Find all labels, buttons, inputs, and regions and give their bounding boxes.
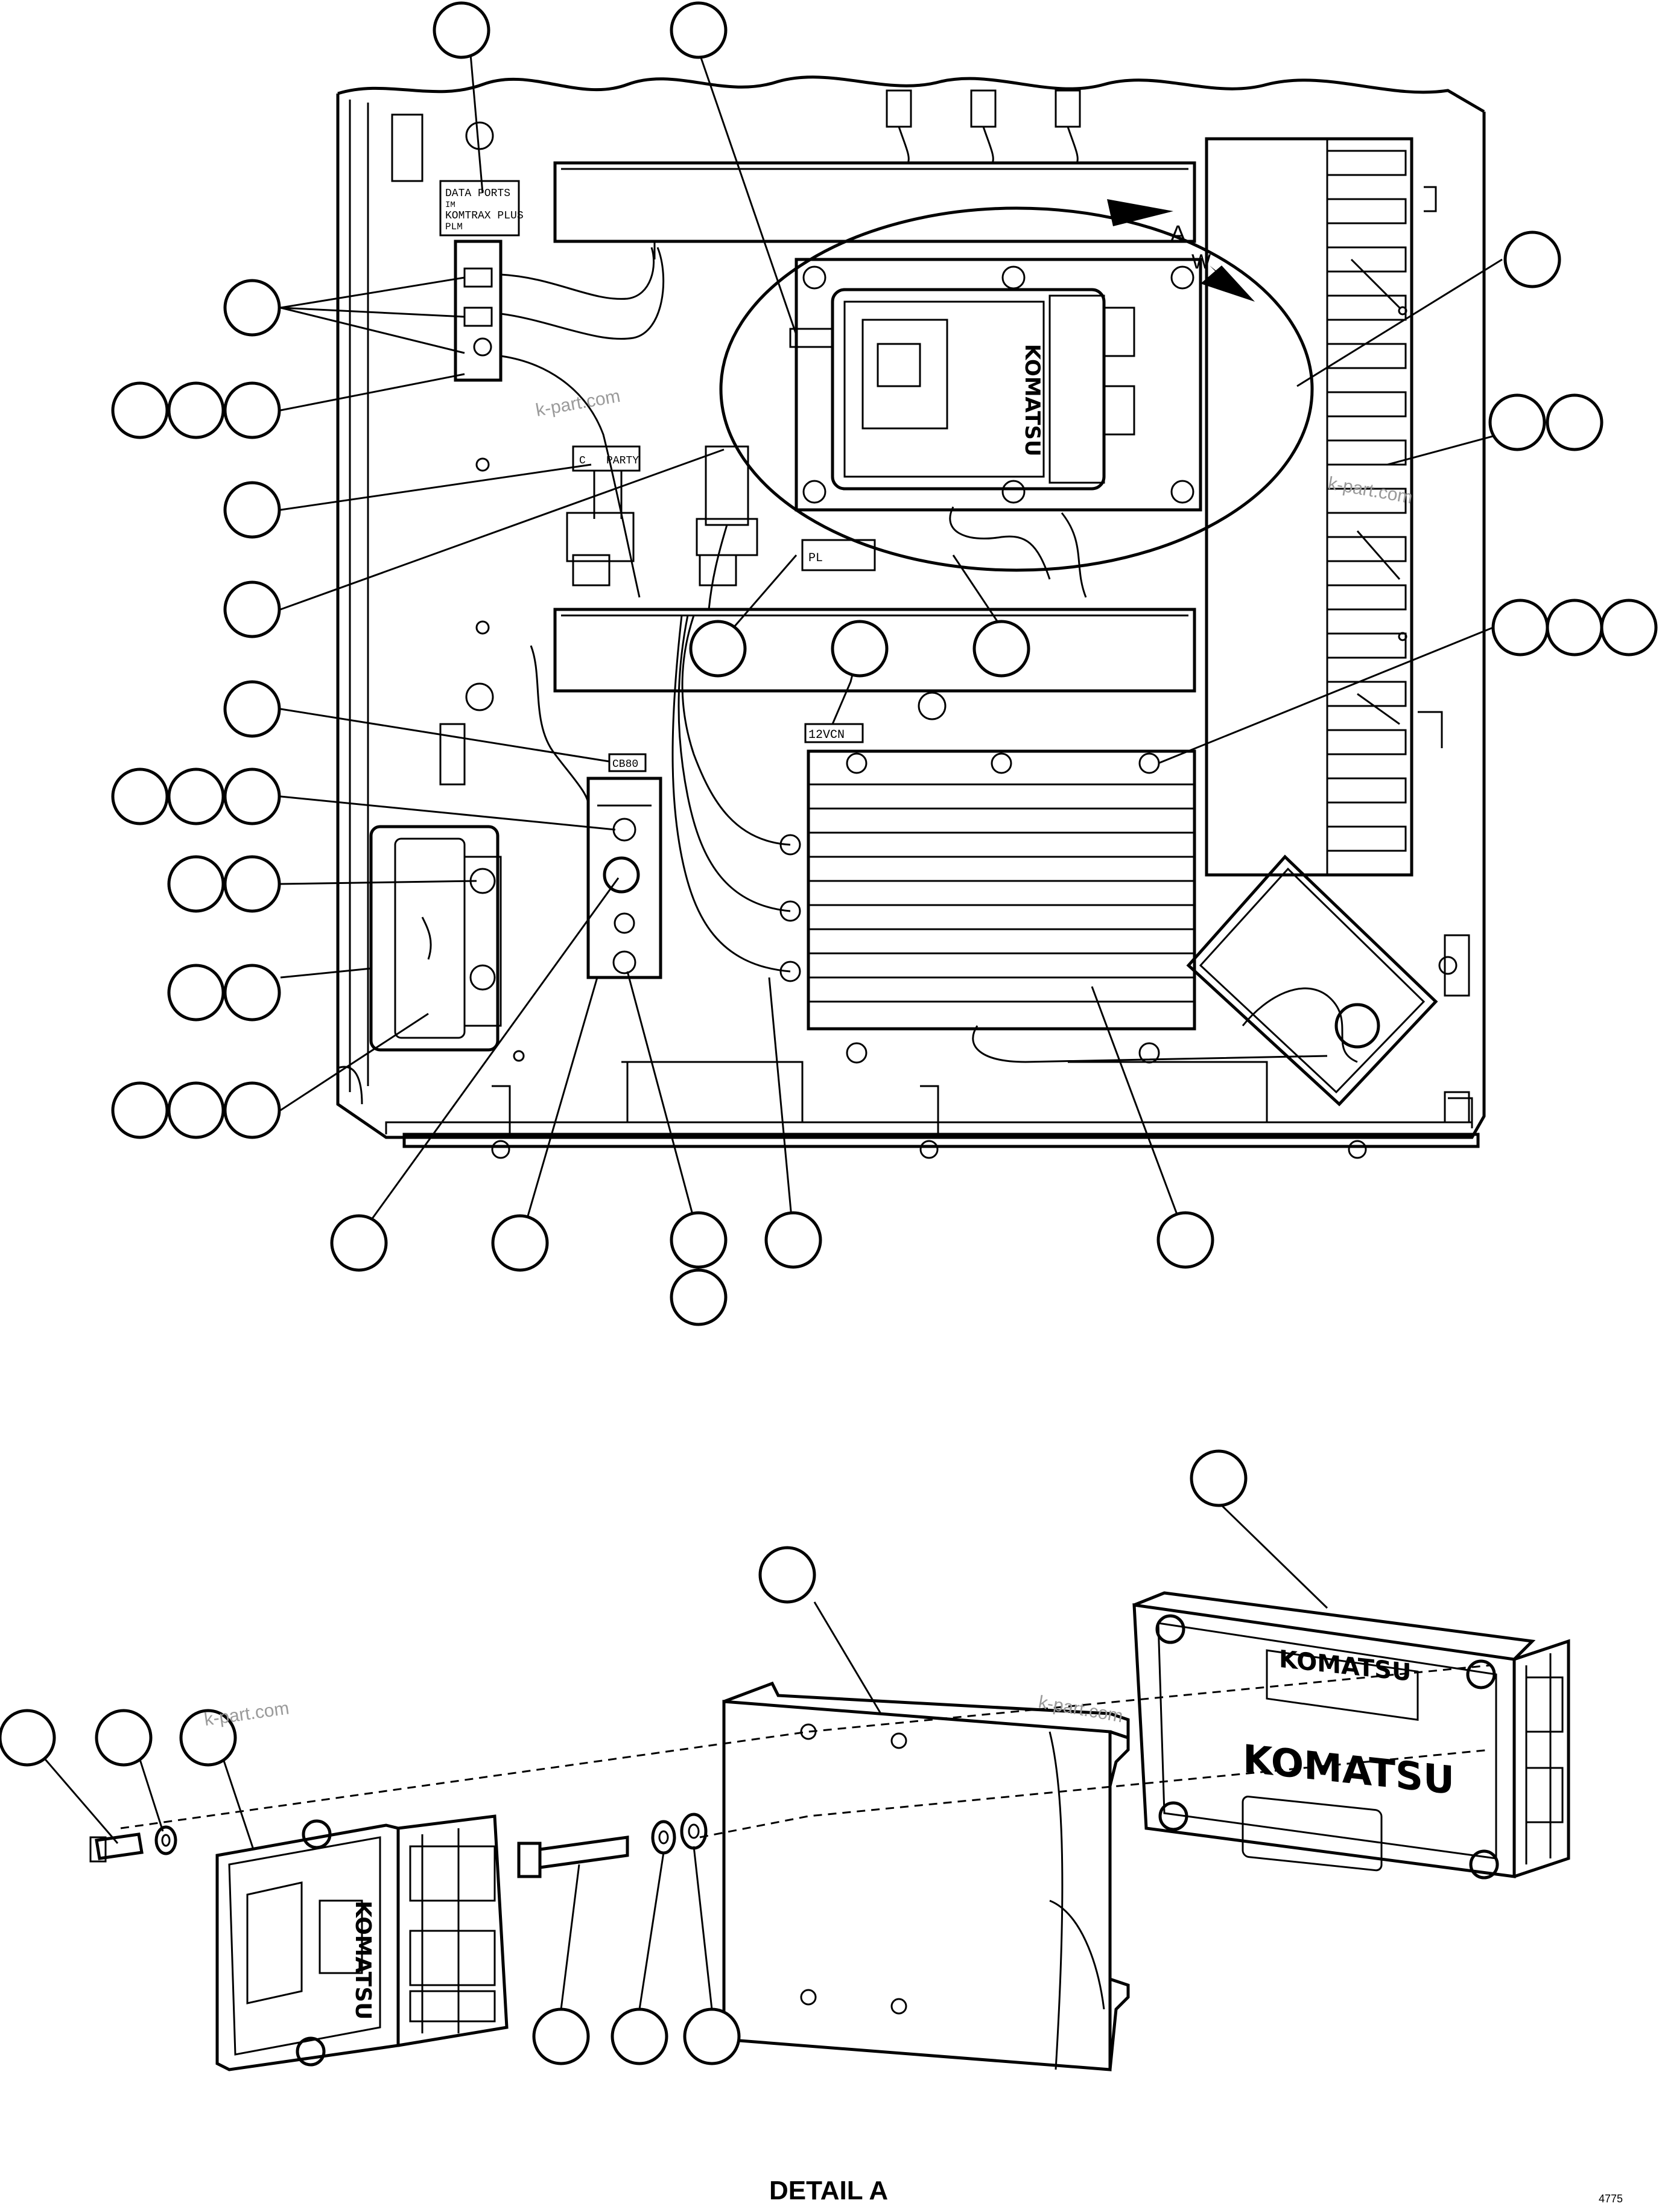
callout-balloon (223, 1081, 281, 1139)
leader-lines-detail (41, 1501, 1328, 2010)
view-letter-a: A (1170, 221, 1186, 247)
callout-balloon (167, 381, 225, 439)
label-plm: PLM (445, 221, 463, 232)
callout-balloon (433, 1, 490, 59)
watermark: k-part.com (1037, 1692, 1125, 1726)
callout-balloon (0, 1709, 56, 1767)
callout-balloon (223, 381, 281, 439)
watermark: k-part.com (1327, 473, 1414, 507)
callout-balloon (972, 620, 1030, 678)
logo-komatsu-controller: KOMATSU (1020, 344, 1044, 457)
callout-balloon (223, 680, 281, 738)
callout-balloon (223, 964, 281, 1022)
callout-balloon (1488, 393, 1546, 451)
callout-balloon (167, 855, 225, 913)
callout-balloon (223, 279, 281, 337)
callout-balloon (167, 964, 225, 1022)
callout-balloon (670, 1, 728, 59)
label-12vcn: 12VCN (808, 728, 845, 742)
heatsink-fins (808, 783, 1194, 1003)
callout-balloon (111, 1081, 169, 1139)
callout-balloon (1190, 1449, 1248, 1507)
watermark: k-part.com (203, 1699, 290, 1730)
callout-balloon (179, 1709, 237, 1767)
callout-balloon (223, 768, 281, 825)
callout-balloon (330, 1214, 388, 1272)
logo-komatsu-large: KOMATSU (1243, 1737, 1454, 1804)
callout-balloon (167, 1081, 225, 1139)
callout-balloon (95, 1709, 153, 1767)
callout-balloon (683, 2007, 741, 2065)
callout-balloon (1600, 599, 1658, 656)
callout-balloon (111, 381, 169, 439)
callout-balloon (1546, 599, 1603, 656)
callout-balloon (1156, 1211, 1214, 1269)
sheet-code: 4775 (1599, 2193, 1623, 2205)
callout-balloon (1546, 393, 1603, 451)
detail-a-exploded: KOMATSU KOMATSU KOMATSU (89, 1591, 1570, 2071)
callout-balloon (611, 2007, 668, 2065)
callout-balloon (670, 1211, 728, 1269)
callout-balloon (1491, 599, 1549, 656)
callout-balloon (491, 1214, 549, 1272)
callout-balloon (670, 1268, 728, 1326)
label-third-party-prefix: C (579, 455, 586, 467)
callouts-upper (111, 1, 1658, 1326)
label-im: IM (445, 200, 455, 210)
callout-balloon (758, 1546, 816, 1604)
callouts-detail (0, 1449, 1248, 2065)
callout-balloon (831, 620, 889, 678)
main-assembly: DATA PORTS IM KOMTRAX PLUS PLM C PARTY A… (336, 75, 1486, 1159)
leader-lines-upper (280, 54, 1545, 1244)
callout-balloon (1503, 230, 1561, 288)
watermark: k-part.com (534, 386, 621, 421)
label-komtrax: KOMTRAX PLUS (445, 210, 524, 222)
callout-balloon (532, 2007, 590, 2065)
label-third-party: PARTY (606, 455, 639, 467)
callout-balloon (223, 580, 281, 638)
callout-balloon (111, 768, 169, 825)
label-data-ports: DATA PORTS (445, 188, 510, 200)
detail-title: DETAIL A (769, 2176, 888, 2205)
callout-balloon (167, 768, 225, 825)
callout-balloon (764, 1211, 822, 1269)
label-pl: PL (808, 551, 823, 565)
label-cb: CB80 (612, 758, 638, 771)
callout-balloon (689, 620, 747, 678)
callout-balloon (223, 481, 281, 539)
logo-komatsu-small: KOMATSU (351, 1901, 375, 2020)
callout-balloon (223, 855, 281, 913)
